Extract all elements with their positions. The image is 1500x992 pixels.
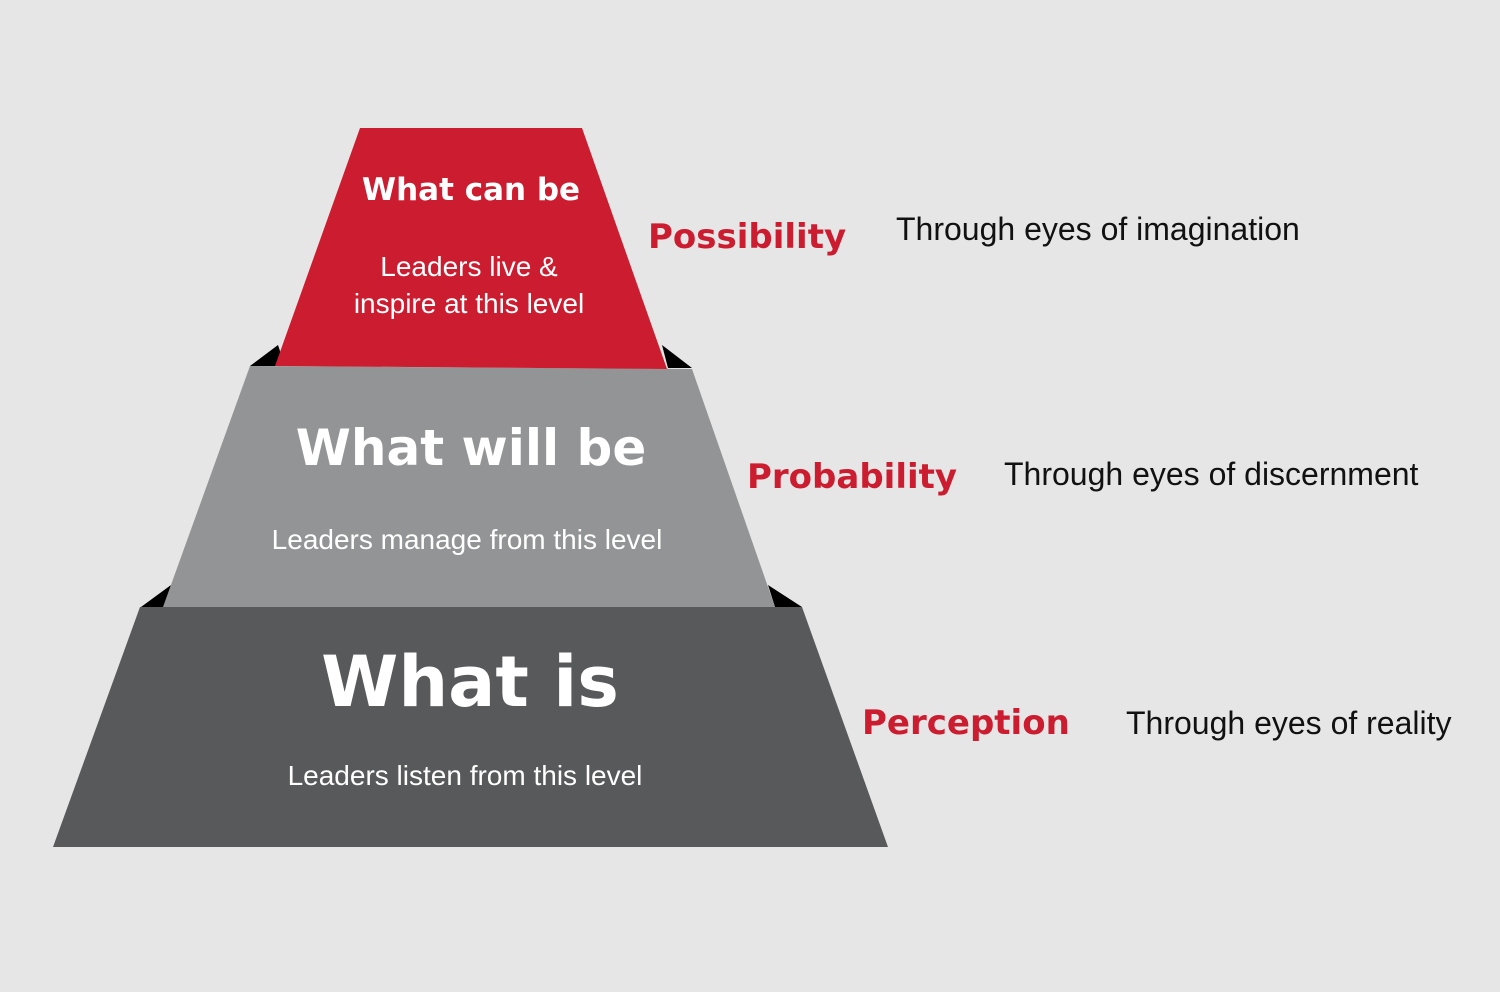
shadow-wedge-top-left — [250, 345, 285, 366]
tier-bottom-title: What is — [321, 641, 619, 723]
tier-top — [275, 128, 667, 369]
shadow-wedge-bottom-left — [141, 585, 171, 607]
label-perception: Perception — [862, 703, 1070, 743]
description-discernment: Through eyes of discernment — [1004, 456, 1419, 492]
tier-top-subtitle-line1: Leaders live & — [380, 251, 558, 282]
description-imagination: Through eyes of imagination — [896, 211, 1300, 247]
tier-bottom-subtitle: Leaders listen from this level — [288, 760, 643, 791]
shadow-wedge-top-right — [662, 345, 692, 368]
tier-top-title: What can be — [362, 172, 580, 208]
tier-middle — [163, 366, 775, 607]
tier-middle-title: What will be — [296, 419, 647, 477]
description-reality: Through eyes of reality — [1126, 705, 1452, 741]
label-possibility: Possibility — [648, 217, 846, 257]
tier-middle-subtitle: Leaders manage from this level — [272, 524, 663, 555]
shadow-wedge-bottom-right — [768, 585, 802, 607]
tier-bottom — [53, 607, 888, 847]
label-probability: Probability — [747, 457, 957, 497]
tier-top-subtitle-line2: inspire at this level — [354, 288, 584, 319]
